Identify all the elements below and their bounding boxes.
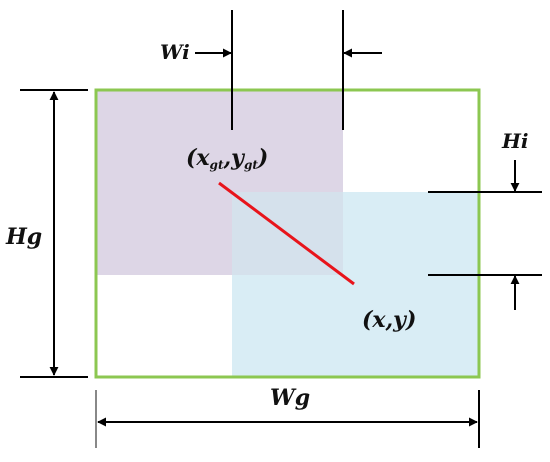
gt-x-subscript: gt <box>210 158 224 172</box>
wi-label: Wi <box>160 40 190 64</box>
gt-close-paren: ) <box>257 145 268 171</box>
pred-center-label: (x,y) <box>362 307 416 333</box>
center-distance-line <box>218 181 355 286</box>
enclosing-box <box>94 88 481 379</box>
gt-center-label: (xgt,ygt) <box>186 145 268 172</box>
hi-label: Hi <box>501 129 529 153</box>
gt-y: y <box>230 145 246 171</box>
gt-y-subscript: gt <box>244 158 258 172</box>
gt-x: x <box>195 145 210 171</box>
gt-comma: , <box>222 145 231 171</box>
wg-label: Wg <box>270 385 310 411</box>
hg-label: Hg <box>5 224 42 250</box>
gt-open-paren: ( <box>186 145 198 171</box>
